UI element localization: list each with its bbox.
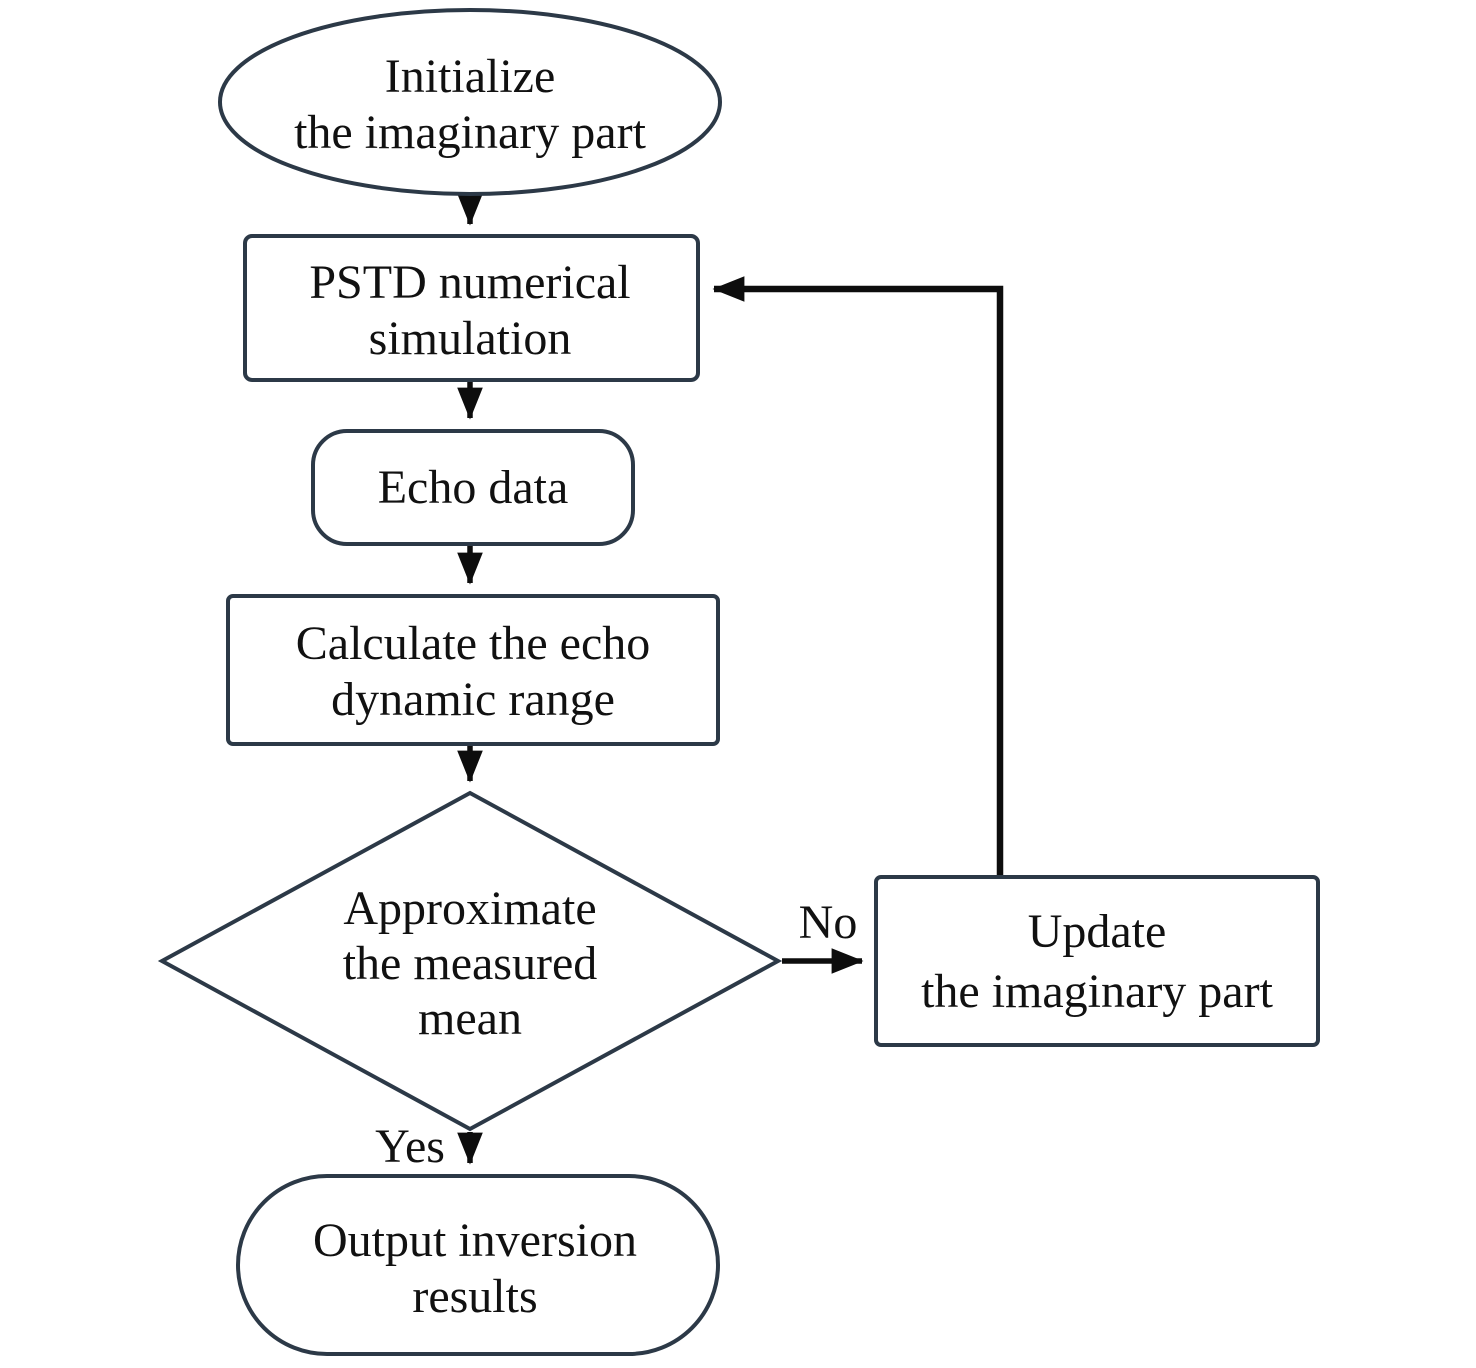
start-label-line1: Initialize <box>385 50 556 103</box>
calc-label-line1: Calculate the echo <box>296 617 651 670</box>
node-start <box>218 8 722 196</box>
update-rect-shape <box>874 875 1320 1047</box>
decision-label-line2: the measured <box>343 937 598 990</box>
echo-label-line1: Echo data <box>378 461 569 514</box>
node-pstd <box>243 234 700 382</box>
node-output <box>236 1174 720 1356</box>
decision-label-line3: mean <box>418 992 522 1045</box>
echo-rounded-rect-shape <box>311 429 635 546</box>
edges <box>457 193 1004 1165</box>
node-calc <box>226 594 720 746</box>
output-label-line2: results <box>412 1270 537 1323</box>
calc-rect-shape <box>226 594 720 746</box>
output-stadium-shape <box>236 1174 720 1356</box>
decision-label-line1: Approximate <box>343 882 596 935</box>
update-label-line1: Update <box>1028 905 1167 958</box>
node-echo <box>311 429 635 546</box>
node-update <box>874 875 1320 1047</box>
edge-update-feedback-to-pstd <box>712 276 1004 876</box>
output-label-line1: Output inversion <box>313 1214 637 1267</box>
node-labels: Initialize the imaginary part PSTD numer… <box>294 50 1274 1323</box>
nodes <box>157 8 1320 1356</box>
pstd-label-line2: simulation <box>369 312 572 365</box>
yes-branch-label: Yes <box>375 1120 445 1173</box>
decision-diamond-shape <box>157 790 783 1132</box>
calc-label-line2: dynamic range <box>331 673 615 726</box>
pstd-rect-shape <box>243 234 700 382</box>
start-ellipse-shape <box>218 8 722 196</box>
start-label-line2: the imaginary part <box>294 106 647 159</box>
pstd-label-line1: PSTD numerical <box>309 256 630 309</box>
update-label-line2: the imaginary part <box>921 965 1274 1018</box>
node-decision <box>157 790 783 1132</box>
no-branch-label: No <box>799 896 858 949</box>
